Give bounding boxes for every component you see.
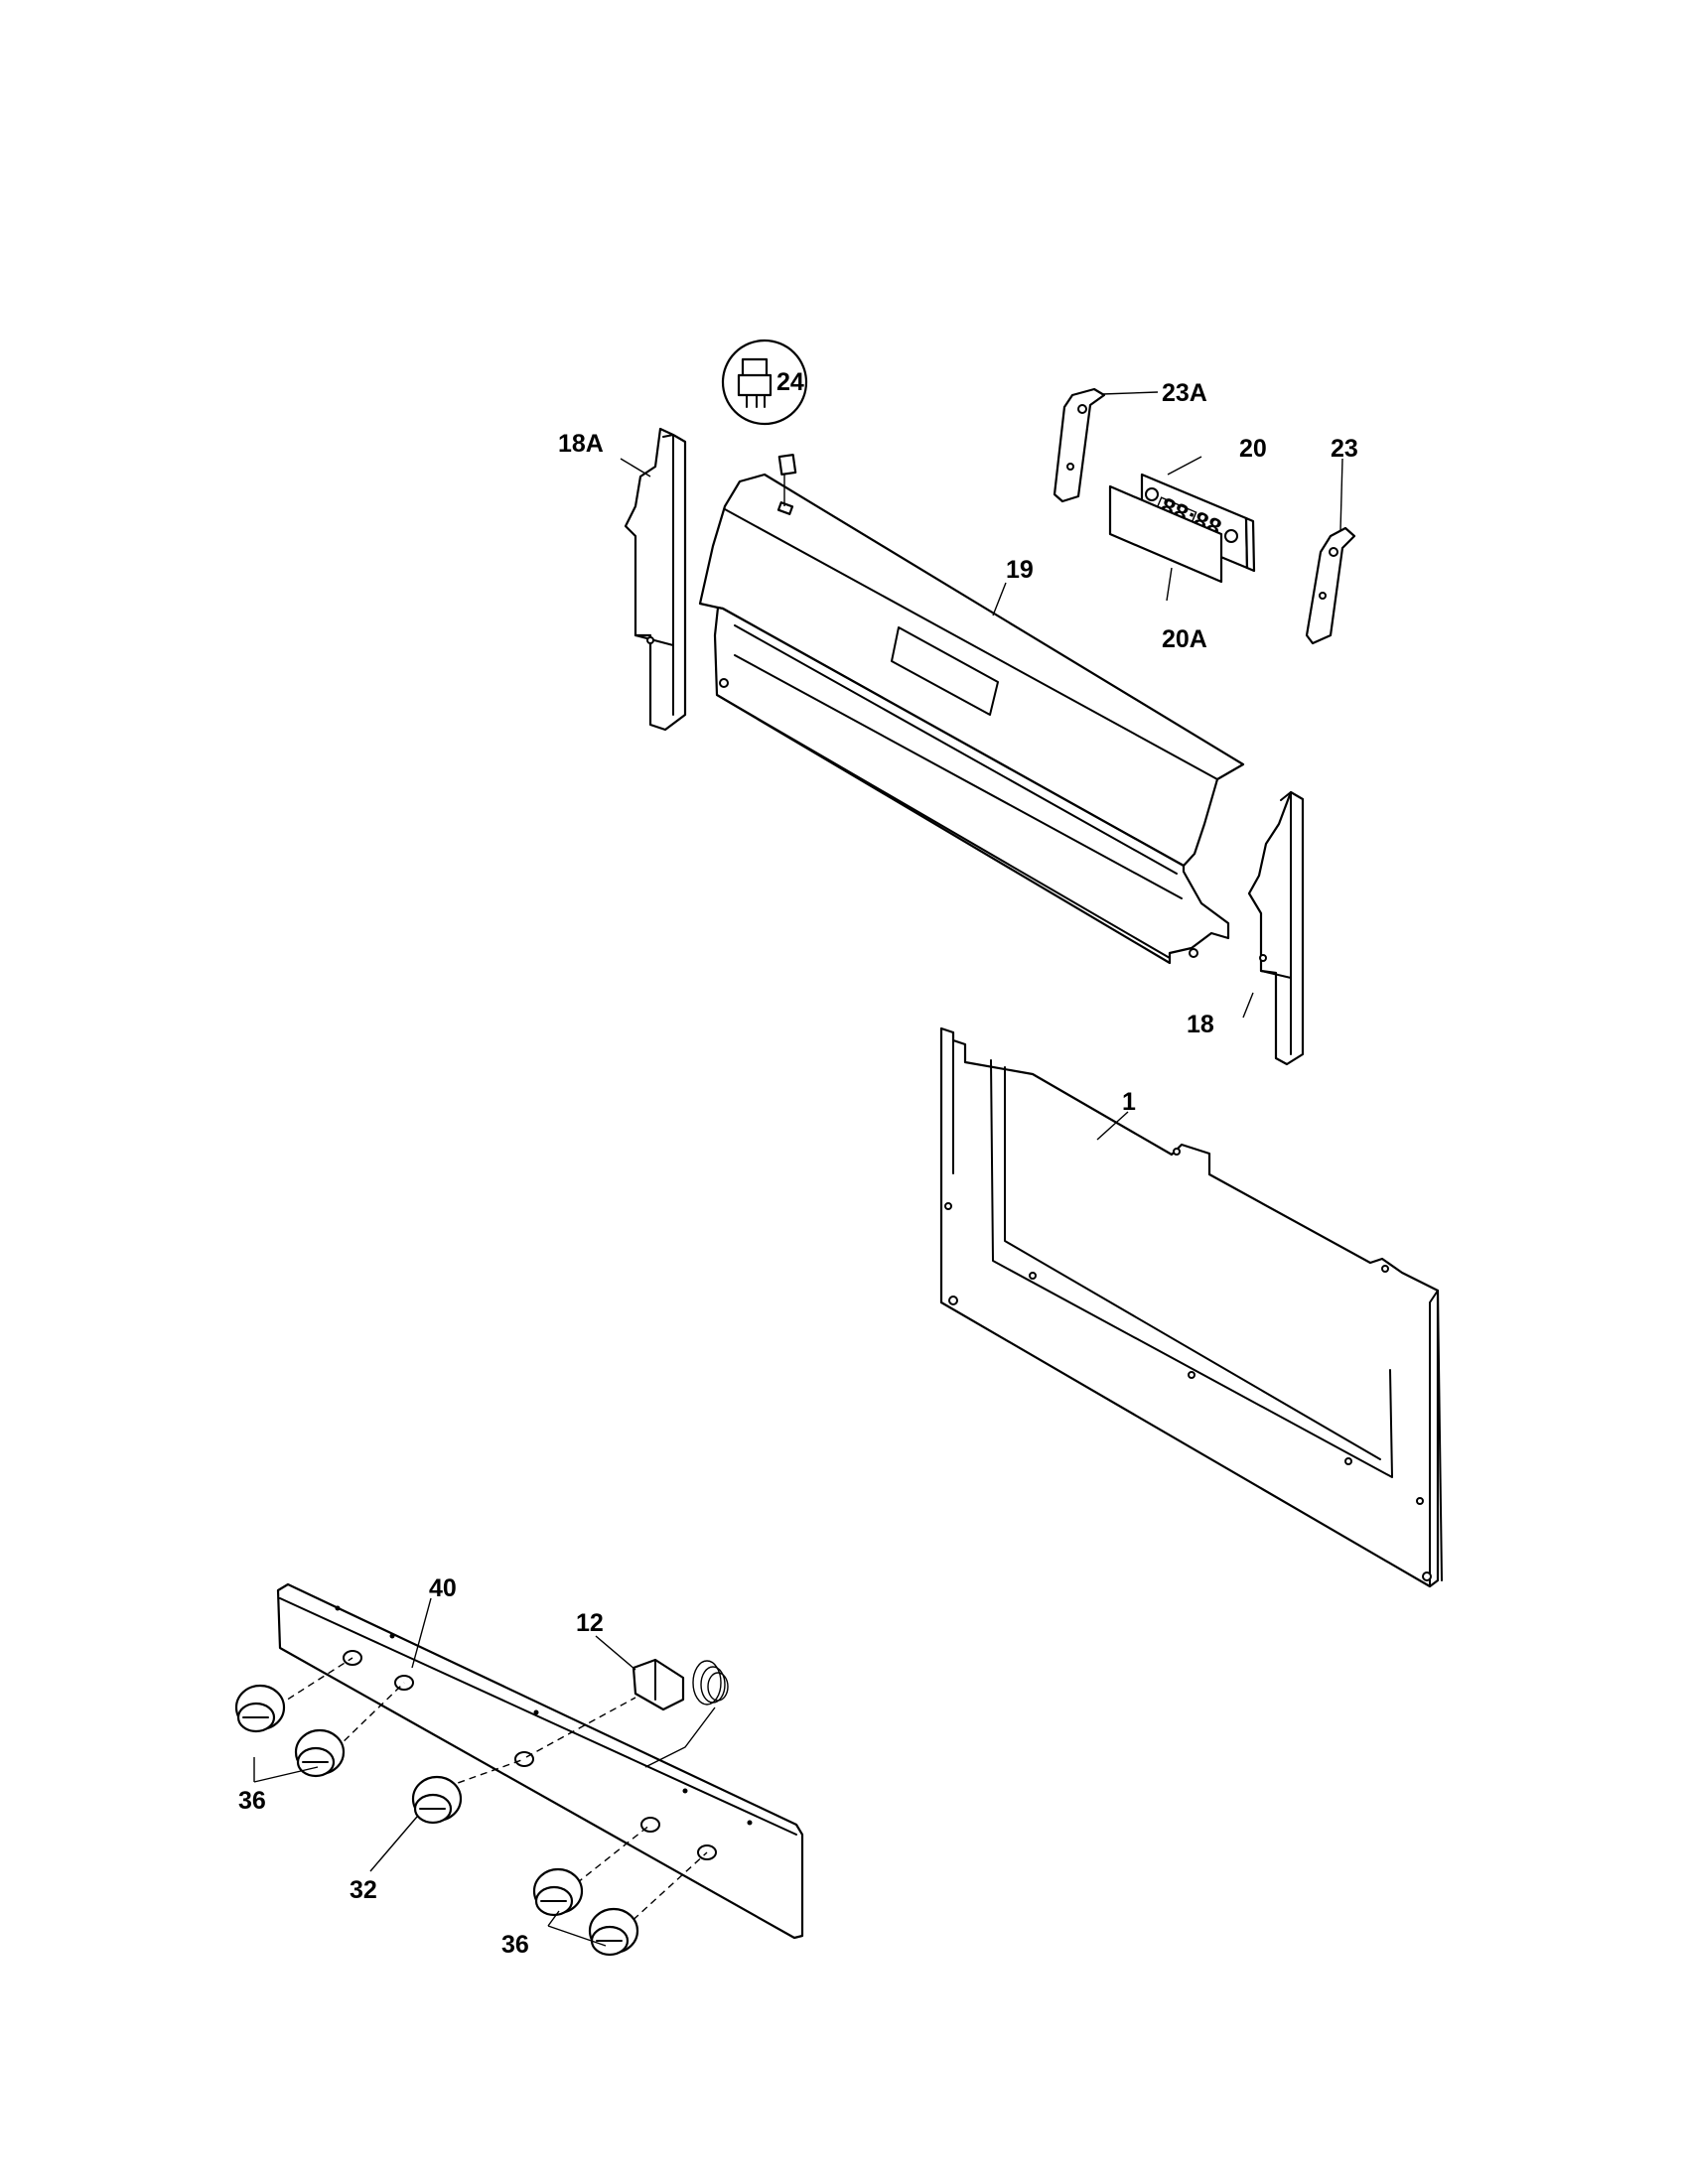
callout-36-bottom: 36 (501, 1931, 529, 1959)
clock-bracket-left[interactable] (1053, 387, 1106, 503)
left-end-bracket[interactable] (624, 427, 687, 732)
callout-labels: 18A 24 19 23A 20 23 20A 18 1 40 12 36 32… (238, 368, 1358, 1959)
callout-20a: 20A (1162, 625, 1207, 653)
knob-36-b[interactable] (294, 1728, 346, 1778)
control-panel[interactable] (939, 1026, 1443, 1588)
callout-12: 12 (576, 1609, 604, 1637)
backguard-panel[interactable] (698, 473, 1245, 965)
clock-overlay[interactable] (1108, 484, 1223, 584)
callout-1: 1 (1122, 1088, 1136, 1116)
knob-36-a[interactable] (234, 1684, 286, 1733)
callout-23: 23 (1331, 435, 1358, 463)
leader-lines (253, 391, 1343, 1947)
callout-19: 19 (1006, 556, 1034, 584)
knob-panel[interactable] (276, 1582, 804, 1940)
callout-20: 20 (1239, 435, 1267, 463)
thermostat[interactable] (632, 1658, 729, 1768)
callout-36-top: 36 (238, 1787, 266, 1815)
callout-40: 40 (429, 1574, 457, 1602)
knob-36-d[interactable] (588, 1907, 639, 1957)
knob-32[interactable] (411, 1775, 463, 1825)
callout-18a: 18A (558, 430, 604, 458)
callout-23a: 23A (1162, 379, 1207, 407)
callout-18: 18 (1187, 1011, 1214, 1038)
knob-36-c[interactable] (532, 1867, 584, 1917)
callout-24: 24 (776, 368, 804, 396)
callout-32: 32 (350, 1876, 377, 1904)
switch-detail[interactable] (721, 339, 808, 506)
alignment-lines (277, 1657, 708, 1937)
clock-bracket-right[interactable] (1305, 526, 1356, 645)
right-end-bracket[interactable] (1247, 790, 1305, 1066)
